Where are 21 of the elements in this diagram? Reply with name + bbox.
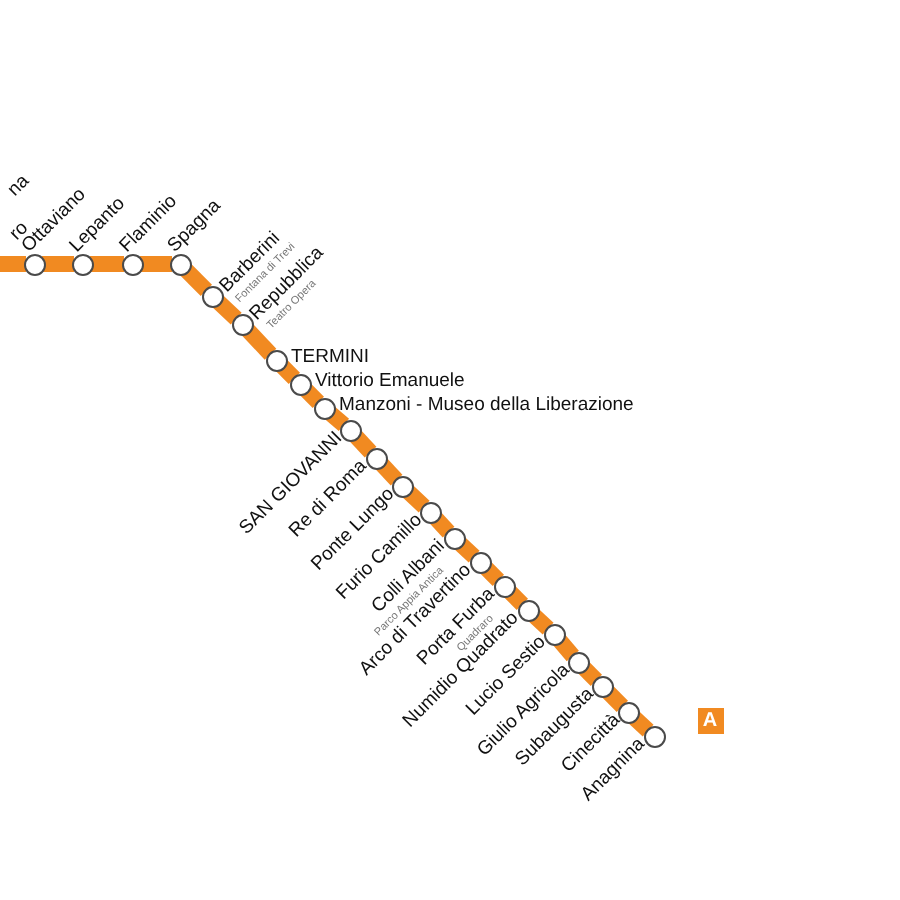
line-segment	[241, 324, 277, 360]
line-segment	[628, 711, 654, 737]
line-segment	[212, 295, 242, 325]
station-name: Vittorio Emanuele	[315, 369, 465, 393]
line-badge: A	[697, 707, 723, 733]
line-segment	[553, 634, 579, 662]
line-segment	[454, 537, 480, 563]
line-segment	[375, 458, 403, 486]
line-segment	[402, 485, 430, 513]
line-segment	[324, 407, 350, 431]
line-segment	[180, 264, 212, 296]
line-segment	[429, 512, 455, 538]
line-segment	[528, 609, 554, 635]
line-segment	[602, 686, 628, 712]
station-name: Manzoni - Museo della Liberazione	[339, 393, 634, 417]
line-segment	[42, 256, 74, 272]
line-segment	[349, 430, 377, 458]
line-segment	[0, 256, 26, 272]
line-segment	[90, 256, 124, 272]
station-name: TERMINI	[291, 345, 370, 369]
line-segment	[140, 256, 172, 272]
